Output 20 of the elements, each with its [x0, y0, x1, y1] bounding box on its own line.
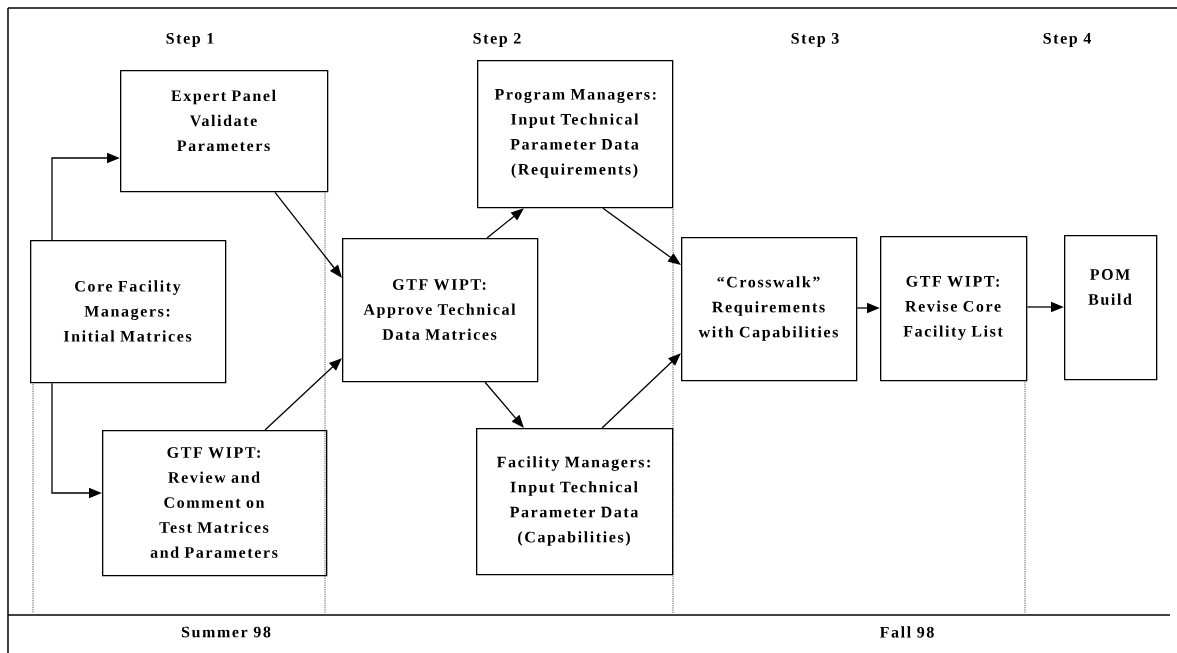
process-box: GTF WIPT: Review and Comment on Test Matrices and Parameters [102, 430, 328, 577]
period-label: Fall 98 [879, 626, 934, 638]
process-box: POM Build [1064, 235, 1158, 381]
arrow [484, 381, 524, 428]
arrow [274, 191, 342, 278]
process-box: GTF WIPT: Approve Technical Data Matrices [342, 238, 539, 383]
step-heading: Step 3 [791, 33, 839, 47]
process-box: Core Facility Managers: Initial Matrices [30, 240, 227, 384]
arrow [264, 358, 342, 431]
process-box: Expert Panel Validate Parameters [120, 70, 329, 193]
process-box: GTF WIPT: Revise Core Facility List [880, 236, 1028, 382]
process-box: Facility Managers: Input Technical Parameter Data (Capabilities) [476, 428, 674, 576]
step-heading: Step 1 [166, 33, 214, 47]
arrow [486, 208, 524, 239]
period-label: Summer 98 [181, 626, 271, 638]
process-box: Program Managers: Input Technical Parameter Data (Requirements) [477, 60, 674, 209]
arrow [602, 207, 681, 265]
process-box: “Crosswalk” Requirements with Capabilities [681, 237, 858, 382]
step-heading: Step 4 [1043, 33, 1091, 47]
arrow [601, 353, 681, 429]
